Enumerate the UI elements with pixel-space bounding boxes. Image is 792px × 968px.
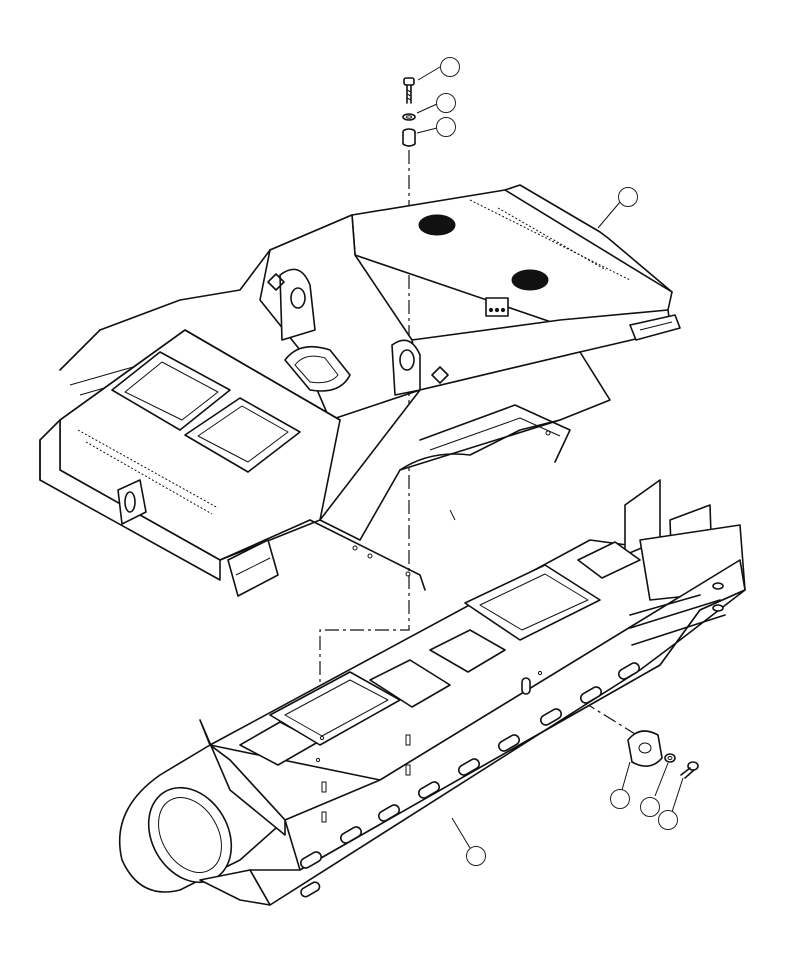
callout-bushing — [436, 117, 456, 137]
cover-plate — [627, 730, 663, 767]
callout-cover-plate — [610, 789, 630, 809]
side-slots — [300, 662, 640, 898]
assembly-centerline-right — [539, 674, 649, 743]
callout-track-frame — [466, 846, 486, 866]
track-frame — [118, 479, 746, 906]
callout-cap-screw — [658, 810, 678, 830]
callout-washer — [436, 93, 456, 113]
bolt-top — [403, 77, 415, 104]
callout-bolt — [440, 57, 460, 77]
car-body-frame — [39, 184, 681, 597]
cap-screw — [680, 761, 699, 779]
callout-car-body — [618, 187, 638, 207]
callouts — [416, 57, 684, 866]
washer-top — [402, 113, 416, 121]
lock-washer — [664, 753, 676, 763]
bushing-top — [402, 128, 416, 147]
callout-lock-washer — [640, 797, 660, 817]
